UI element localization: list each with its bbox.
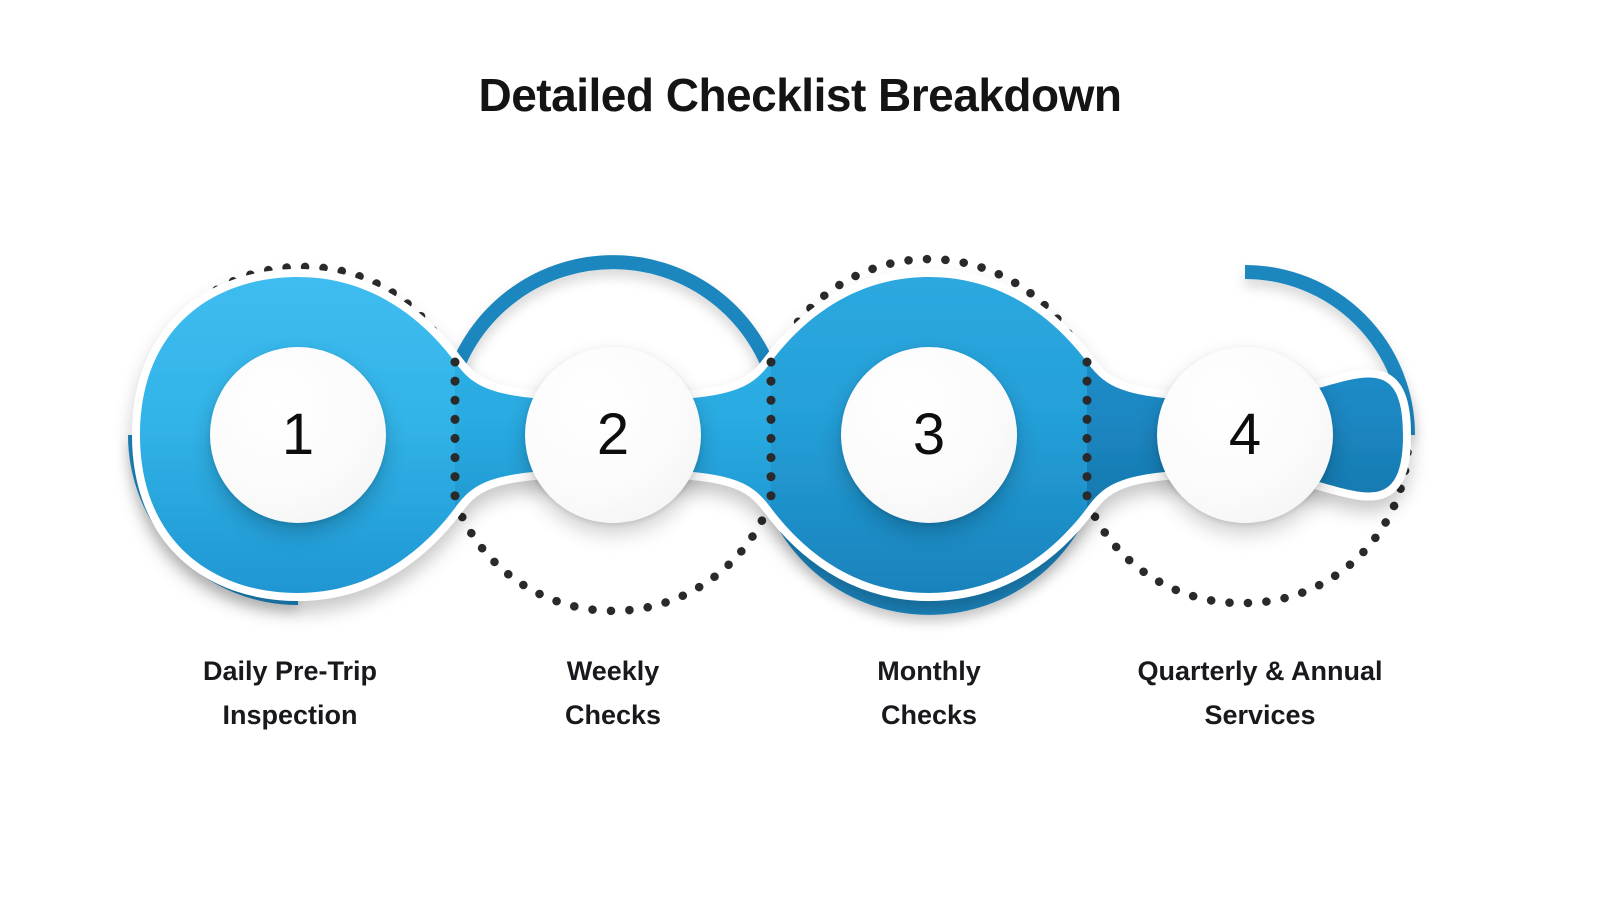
step-number-1: 1 bbox=[281, 402, 315, 467]
step-label-3: Monthly Checks bbox=[877, 656, 981, 730]
step-label-1: Daily Pre-Trip Inspection bbox=[202, 656, 378, 730]
step-label-2: Weekly Checks bbox=[564, 656, 662, 730]
page-title: Detailed Checklist Breakdown bbox=[478, 69, 1122, 121]
step-bubble-4[interactable]: 4 bbox=[1157, 347, 1333, 523]
step-label-4: Quarterly & Annual Services bbox=[1137, 656, 1383, 730]
step-bubble-3[interactable]: 3 bbox=[841, 347, 1017, 523]
step-bubble-2[interactable]: 2 bbox=[525, 347, 701, 523]
step-number-2: 2 bbox=[596, 402, 630, 467]
step-number-3: 3 bbox=[912, 402, 946, 467]
step-number-4: 4 bbox=[1228, 402, 1262, 467]
step-bubble-1[interactable]: 1 bbox=[210, 347, 386, 523]
